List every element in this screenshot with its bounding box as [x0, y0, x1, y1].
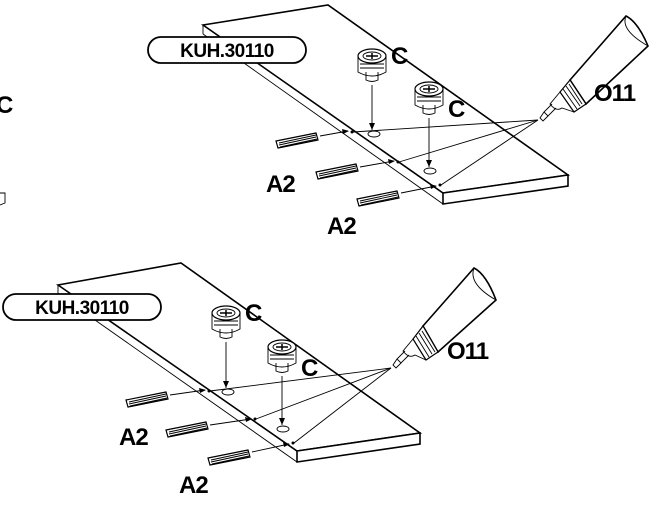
dowel-hole	[438, 183, 442, 187]
dowel-hole	[207, 389, 211, 393]
cam-hole	[423, 167, 437, 175]
glue-tube	[392, 267, 497, 369]
part-code-text: KUH.30110	[180, 41, 274, 62]
part-code-text: KUH.30110	[35, 298, 129, 319]
glue-application-lines	[352, 119, 539, 186]
cam-lock-fitting	[414, 81, 444, 167]
cam-lock-label: C	[245, 300, 262, 327]
dowel-hole	[396, 160, 400, 164]
board-bottom	[55, 262, 423, 463]
glue-label: O11	[447, 338, 489, 365]
edge-fragment-shape	[0, 192, 6, 206]
cam-lock-label: C	[301, 355, 318, 382]
step-top: KUH.30110 C C	[147, 4, 649, 240]
cam-lock-label: C	[448, 96, 465, 123]
dowel-label: A2	[119, 424, 148, 451]
board-top	[200, 4, 571, 205]
edge-fragment-label: C	[0, 92, 13, 119]
edge-fragment: C	[0, 92, 14, 206]
glue-application-lines	[209, 367, 392, 444]
dowel	[356, 184, 437, 207]
dowel	[125, 388, 206, 408]
dowel	[165, 417, 252, 438]
step-bottom: KUH.30110 C C	[2, 262, 497, 499]
dowel-hole	[350, 130, 354, 134]
dowel-label: A2	[179, 472, 208, 499]
part-code-badge-bottom: KUH.30110	[2, 293, 162, 321]
part-code-badge-top: KUH.30110	[147, 36, 307, 64]
dowel	[315, 159, 395, 180]
dowel-label: A2	[327, 213, 356, 240]
dowel-hole	[253, 417, 257, 421]
glue-label: O11	[594, 80, 636, 107]
dowel	[275, 129, 349, 149]
dowel-hole	[291, 441, 295, 445]
cam-lock-fitting	[357, 48, 387, 130]
glue-tube	[539, 15, 649, 122]
cam-lock-label: C	[391, 43, 408, 70]
dowel-label: A2	[266, 171, 295, 198]
cam-lock-fitting	[267, 339, 297, 425]
cam-lock-fitting	[211, 305, 241, 388]
cam-hole	[276, 425, 290, 433]
dowel	[207, 442, 290, 466]
